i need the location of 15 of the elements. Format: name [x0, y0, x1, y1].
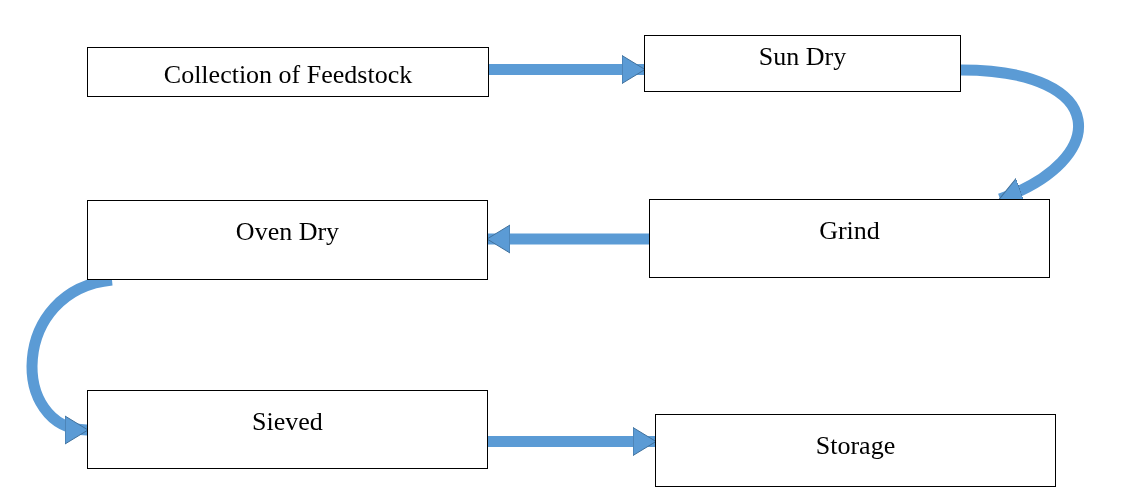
step-label: Oven Dry [234, 217, 341, 247]
process-box [655, 414, 1056, 487]
process-box [87, 200, 488, 280]
process-box [87, 47, 489, 97]
step-label: Storage [814, 431, 897, 461]
step-label: Sieved [251, 407, 324, 437]
arrow [488, 427, 657, 456]
process-box [644, 35, 961, 92]
step-label: Grind [818, 216, 881, 246]
arrow [486, 224, 649, 254]
process-box [649, 199, 1050, 278]
step-label: Collection of Feedstock [162, 60, 414, 90]
process-box [87, 390, 488, 469]
step-label: Sun Dry [757, 42, 848, 72]
arrow [489, 55, 646, 84]
